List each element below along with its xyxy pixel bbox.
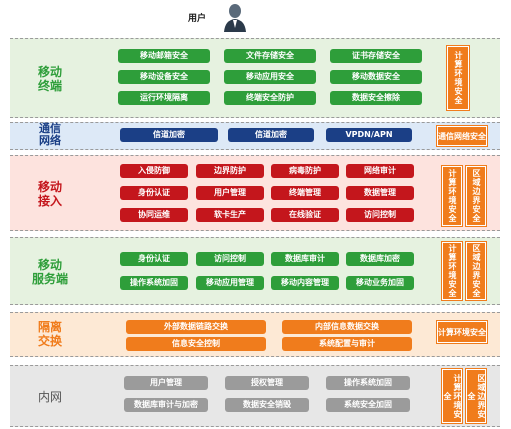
mobile-service-chip: 访问控制 [196, 252, 264, 266]
mobile-access-chip: 数据管理 [346, 186, 414, 200]
mobile-terminal-chip: 运行环境隔离 [118, 91, 210, 105]
mobile-service-side-box-2: 区域边界安全 [466, 242, 486, 300]
mobile-access-chip: 在线验证 [271, 208, 339, 222]
intranet-chip: 用户管理 [124, 376, 208, 390]
user-icon [224, 4, 246, 32]
mobile-access-side-label-2: 区域边界安全 [472, 169, 481, 223]
mobile-terminal-chip: 移动邮箱安全 [118, 49, 210, 63]
mobile-access-chip: 访问控制 [346, 208, 414, 222]
mobile-access-label-line1: 移动 [37, 180, 62, 194]
isolation-label-line1: 隔离 [37, 320, 62, 334]
mobile-service-chip: 移动业务加固 [346, 276, 414, 290]
mobile-access-label: 移动 接入 [10, 180, 90, 208]
intranet-side-box-2: 区域边界安全 [466, 369, 486, 423]
mobile-access-label-line2: 接入 [37, 194, 62, 208]
mobile-access-chip: 入侵防御 [120, 164, 188, 178]
mobile-terminal-chip: 移动数据安全 [330, 70, 422, 84]
user-label: 用户 [188, 14, 207, 24]
mobile-access-chip: 网络审计 [346, 164, 414, 178]
intranet-side-label-2: 区域边界安全 [467, 373, 486, 419]
comm-network-chip: 信道加密 [120, 128, 218, 142]
intranet-chip: 操作系统加固 [326, 376, 410, 390]
mobile-terminal-chip: 文件存储安全 [224, 49, 316, 63]
mobile-service-chip: 数据库加密 [346, 252, 414, 266]
mobile-terminal-label-line1: 移动 [37, 65, 62, 79]
mobile-access-side-box-2: 区域边界安全 [466, 166, 486, 226]
isolation-chip: 外部数据链路交换 [126, 320, 266, 334]
comm-network-side-box: 通信网络安全 [437, 126, 487, 146]
intranet-chip: 授权管理 [225, 376, 309, 390]
mobile-access-chip: 身份认证 [120, 186, 188, 200]
intranet-chip: 系统安全加固 [326, 398, 410, 412]
mobile-service-chip: 身份认证 [120, 252, 188, 266]
isolation-chip: 信息安全控制 [126, 337, 266, 351]
comm-network-chip: 信道加密 [228, 128, 314, 142]
mobile-terminal-side-box: 计算环境安全 [447, 46, 469, 110]
mobile-service-chip: 数据库审计 [271, 252, 339, 266]
mobile-service-band [10, 237, 500, 305]
isolation-side-label: 计算环境安全 [438, 327, 486, 337]
mobile-access-chip: 病毒防护 [271, 164, 339, 178]
mobile-access-chip: 用户管理 [196, 186, 264, 200]
comm-network-label-line1: 通信 [39, 122, 61, 135]
mobile-terminal-chip: 数据安全擦除 [330, 91, 422, 105]
comm-network-side-label: 通信网络安全 [438, 131, 486, 141]
mobile-terminal-chip: 移动应用安全 [224, 70, 316, 84]
isolation-label-line2: 交换 [37, 334, 62, 348]
mobile-service-label: 移动 服务端 [10, 258, 90, 286]
mobile-access-chip: 终端管理 [271, 186, 339, 200]
mobile-service-chip: 移动内容管理 [271, 276, 339, 290]
mobile-service-side-box-1: 计算环境安全 [442, 242, 462, 300]
mobile-service-side-label-2: 区域边界安全 [472, 244, 481, 298]
mobile-terminal-chip: 移动设备安全 [118, 70, 210, 84]
comm-network-label-line2: 网络 [39, 134, 61, 147]
mobile-terminal-chip: 证书存储安全 [330, 49, 422, 63]
mobile-service-label-line2: 服务端 [31, 272, 68, 286]
mobile-access-chip: 协同运维 [120, 208, 188, 222]
mobile-terminal-chip: 终端安全防护 [224, 91, 316, 105]
mobile-service-label-line1: 移动 [37, 258, 62, 272]
intranet-chip: 数据库审计与加密 [124, 398, 208, 412]
mobile-service-chip: 操作系统加固 [120, 276, 188, 290]
comm-network-label: 通信 网络 [10, 123, 90, 147]
intranet-band [10, 365, 500, 427]
intranet-chip: 数据安全销毁 [225, 398, 309, 412]
intranet-label: 内网 [37, 390, 62, 404]
mobile-terminal-side-label: 计算环境安全 [454, 51, 463, 105]
mobile-service-chip: 移动应用管理 [196, 276, 264, 290]
mobile-access-chip: 软卡生产 [196, 208, 264, 222]
mobile-access-side-box-1: 计算环境安全 [442, 166, 462, 226]
isolation-label: 隔离 交换 [10, 320, 90, 348]
isolation-side-box: 计算环境安全 [437, 321, 487, 343]
isolation-chip: 内部信息数据交换 [282, 320, 412, 334]
mobile-service-side-label-1: 计算环境安全 [448, 244, 457, 298]
intranet-side-label-1: 计算环境安全 [443, 373, 462, 419]
mobile-access-chip: 边界防护 [196, 164, 264, 178]
isolation-chip: 系统配置与审计 [282, 337, 412, 351]
comm-network-chip: VPDN/APN [326, 128, 412, 142]
mobile-terminal-label: 移动 终端 [10, 65, 90, 93]
intranet-side-box-1: 计算环境安全 [442, 369, 462, 423]
mobile-terminal-label-line2: 终端 [37, 79, 62, 93]
mobile-access-side-label-1: 计算环境安全 [448, 169, 457, 223]
